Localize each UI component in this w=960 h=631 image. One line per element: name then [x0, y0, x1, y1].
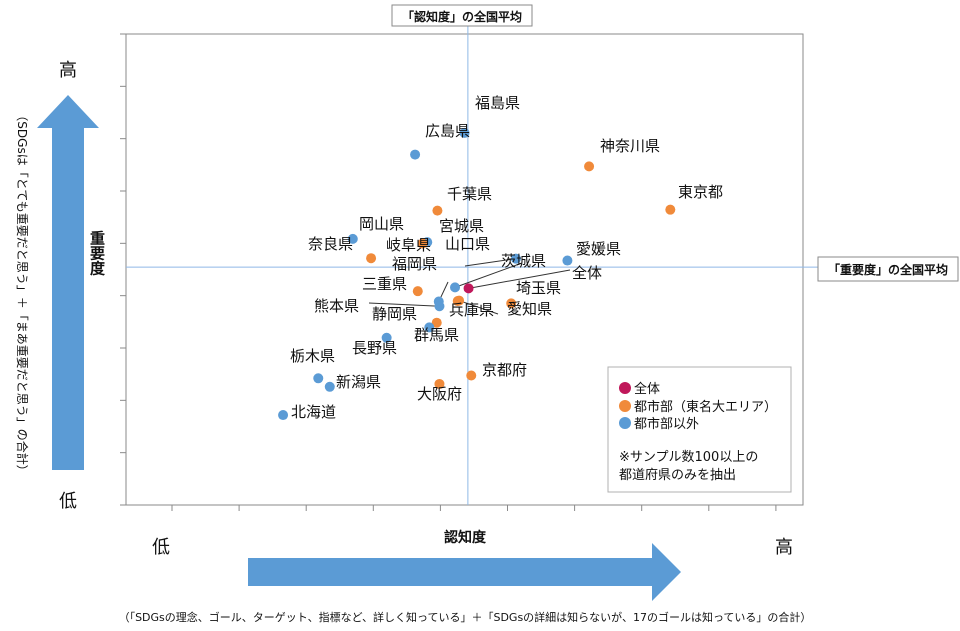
- point-label: 埼玉県: [516, 279, 561, 297]
- leader-line: [464, 258, 517, 267]
- point-label: 神奈川県: [600, 137, 660, 155]
- avg-y-label-box: [817, 256, 959, 282]
- data-point: [452, 296, 463, 307]
- point-label: 岐阜県: [386, 236, 431, 254]
- data-point: [434, 378, 445, 389]
- data-point: [459, 127, 470, 138]
- leader-line: [368, 302, 440, 307]
- legend: 全体 都市部（東名大エリア） 都市部以外 ※サンプル数100以上の 都道府県のみ…: [607, 366, 792, 493]
- data-point: [506, 298, 517, 309]
- y-caption: （SDGsは「とても重要だと思う」＋「まあ重要だと思う」の合計）: [15, 109, 30, 476]
- data-point: [431, 317, 442, 328]
- point-label: 兵庫県: [449, 301, 494, 319]
- data-point: [412, 286, 423, 297]
- x-caption: （「SDGsの理念、ゴール、ターゲット、指標など、詳しく知っている」＋「SDGs…: [119, 610, 812, 624]
- x-low-label: 低: [152, 537, 170, 558]
- data-point: [381, 332, 392, 343]
- point-label: 奈良県: [308, 235, 353, 253]
- data-point: [584, 161, 595, 172]
- avg-x-label-box: [391, 4, 533, 27]
- point-label: 京都府: [482, 361, 527, 379]
- data-point: [417, 238, 428, 249]
- data-points: [278, 127, 676, 421]
- data-point: [410, 149, 421, 160]
- point-label: 愛知県: [507, 300, 552, 318]
- point-label: 茨城県: [501, 252, 546, 270]
- data-point: [278, 410, 289, 421]
- point-label: 宮城県: [439, 217, 484, 235]
- legend-marker-total: [619, 382, 631, 394]
- point-labels: 全体 福島県広島県神奈川県千葉県 東京都岡山県 宮城県奈良県 岐阜県山口県 愛媛県茨城県 福…: [290, 94, 723, 421]
- point-label: 愛媛県: [576, 240, 621, 258]
- recognition-arrow: [248, 543, 681, 601]
- y-high-label: 高: [59, 60, 77, 81]
- point-label: 群馬県: [414, 326, 459, 344]
- plot-area: [125, 33, 804, 506]
- point-label: 東京都: [678, 183, 723, 201]
- point-label: 岡山県: [359, 215, 404, 233]
- importance-arrow: [37, 95, 99, 470]
- avg-x-label: 「認知度」の全国平均: [402, 9, 522, 24]
- point-label: 静岡県: [372, 305, 417, 323]
- data-point: [510, 253, 521, 264]
- point-label: 広島県: [425, 122, 470, 140]
- data-point: [313, 373, 324, 384]
- x-axis-title: 認知度: [444, 529, 487, 546]
- x-high-label: 高: [775, 537, 793, 558]
- data-point: [450, 282, 461, 293]
- point-label: 全体: [572, 264, 602, 282]
- avg-y-label: 「重要度」の全国平均: [828, 262, 948, 277]
- y-axis-title: 重要度: [88, 230, 106, 277]
- point-label: 新潟県: [336, 373, 381, 391]
- legend-label-total: 全体: [634, 381, 660, 397]
- point-label: 熊本県: [314, 297, 359, 315]
- data-point: [466, 370, 477, 381]
- y-low-label: 低: [59, 491, 77, 512]
- data-point: [665, 204, 676, 215]
- point-label: 千葉県: [447, 185, 492, 203]
- legend-label-urban: 都市部（東名大エリア）: [634, 399, 777, 415]
- point-label: 山口県: [445, 235, 490, 253]
- point-label: 長野県: [352, 339, 397, 357]
- data-point: [562, 255, 573, 266]
- point-label: 栃木県: [290, 347, 335, 365]
- legend-marker-other: [619, 417, 631, 429]
- legend-box: [607, 366, 792, 493]
- point-label: 福島県: [475, 94, 520, 112]
- data-point: [432, 205, 443, 216]
- legend-note-line1: ※サンプル数100以上の: [619, 450, 758, 465]
- leader-lines: [368, 258, 571, 315]
- legend-note-line2: 都道府県のみを抽出: [619, 468, 736, 483]
- data-point: [324, 381, 335, 392]
- legend-marker-urban: [619, 400, 631, 412]
- point-label: 大阪府: [417, 385, 462, 403]
- data-point: [463, 283, 474, 294]
- data-point: [424, 322, 435, 333]
- axis-ticks: [120, 33, 777, 511]
- point-label: 福岡県: [392, 255, 437, 273]
- legend-label-other: 都市部以外: [634, 416, 699, 432]
- data-point: [434, 301, 445, 312]
- data-point: [366, 253, 377, 264]
- leader-line: [468, 269, 571, 289]
- point-label: 三重県: [362, 275, 407, 293]
- leader-line: [458, 300, 499, 315]
- data-point: [347, 233, 358, 244]
- point-label: 北海道: [291, 403, 336, 421]
- leader-line: [454, 262, 523, 288]
